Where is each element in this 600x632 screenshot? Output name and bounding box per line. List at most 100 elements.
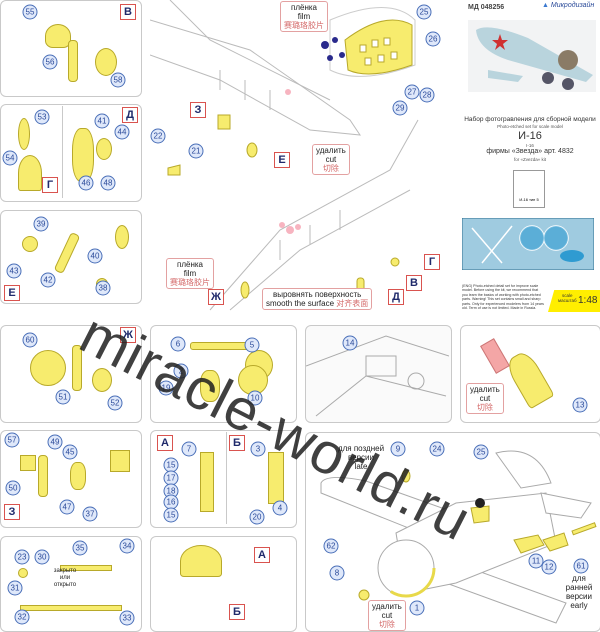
callout-panel-plane-0: 9 [390,441,406,457]
callout-panel-14-0: 14 [342,335,358,351]
model-en: I-16 [526,143,534,148]
smooth-cn: 对齐表面 [336,299,369,308]
fret-image [462,218,594,270]
part-g [18,155,42,191]
callout-panel-z-2: 45 [62,444,78,460]
callout-panel-v-2: 58 [110,72,126,88]
set-title-ru: Набор фотогравления для сборной модели [464,116,596,123]
panel-14 [305,325,452,423]
callout-panel-e-4: 38 [95,280,111,296]
part-55 [45,24,71,48]
callout-panel-zh-1: 51 [55,389,71,405]
cut-ru: удалить [470,385,500,394]
film-cn: 赛璐珞胶片 [284,21,324,30]
section-badge-panel-b: Б [229,435,245,451]
part-35 [60,565,112,571]
kit-ru: фирмы «Звезда» арт. 4832 [486,148,574,155]
callout-main-6: 21 [188,143,204,159]
set-title-en: Photo-etched set for scale model [497,124,563,129]
callout-panel-z-0: 57 [4,432,20,448]
plane-photo [468,20,596,92]
section-badge-panel-z: З [4,504,20,520]
section-badge-panel-g: Г [42,177,58,193]
part-44 [96,138,112,160]
cut-cn: 切除 [378,620,395,629]
part-49 [38,455,48,497]
panel-seat [150,536,297,632]
callout-panel-dg-0: 53 [34,109,50,125]
callout-panel-dg-1: 54 [2,150,18,166]
section-badge-panel-zh: Ж [120,327,136,343]
callout-panel-e-0: 39 [33,216,49,232]
callout-panel-plane-4: 8 [329,565,345,581]
smooth-ru: выровнять поверхность [272,290,362,299]
callout-panel-ab-7: 4 [272,500,288,516]
cut-en: cut [381,611,393,620]
callout-panel-e-1: 43 [6,263,22,279]
film-en: film [183,269,197,278]
model-ru: И-16 [518,130,542,142]
callout-main-2: 27 [404,84,420,100]
section-badge-main-4: В [406,275,422,291]
early-ru: для ранней версии [565,574,593,601]
part-41 [72,128,94,182]
callout-panel-plane-3: 62 [323,538,339,554]
section-badge-panel-a2: А [254,547,270,563]
callout-panel-misc-4: 31 [7,580,23,596]
callout-panel-zh-0: 60 [22,332,38,348]
section-badge-main-5: Г [424,254,440,270]
callout-panel-z-4: 47 [59,499,75,515]
callout-panel-plane-2: 25 [473,444,489,460]
cut-cn: 切除 [322,164,339,173]
film-cn: 赛璐珞胶片 [170,278,210,287]
scale-label-en: scale [562,293,573,298]
callout-panel-13-0: 13 [572,397,588,413]
part-2 [200,370,220,402]
product-code: МД 048256 [468,4,505,11]
callout-main-1: 26 [425,31,441,47]
callout-panel-ab-6: 15 [163,507,179,523]
callout-panel-dg-3: 44 [114,124,130,140]
callout-main-4: 29 [392,100,408,116]
scale-value: 1:48 [578,295,598,306]
callout-main-0: 25 [416,4,432,20]
part-z-main [110,450,130,472]
part-60 [30,350,66,386]
film-ru: плёнка [177,260,203,269]
callout-panel-dg-2: 41 [94,113,110,129]
section-badge-main-2: Ж [208,289,224,305]
panel-divider [226,432,227,524]
part-33 [20,605,122,611]
callout-main-3: 28 [419,87,435,103]
callout-panel-v-1: 56 [42,54,58,70]
part-56 [68,40,78,82]
package-label: И-16 тип 5 [519,197,539,202]
callout-panel-v-0: 55 [22,4,38,20]
callout-panel-plane-1: 24 [429,441,445,457]
callout-panel-misc-1: 30 [34,549,50,565]
smooth-en: smooth the surface [266,299,335,308]
callout-panel-misc-6: 33 [119,610,135,626]
film-en: film [297,12,311,21]
callout-panel-canopy-1: 5 [244,337,260,353]
panel-divider [62,106,63,198]
fuselage-cockpit-drawing [150,0,419,311]
film-ru: плёнка [291,3,317,12]
part-51 [72,345,82,391]
part-45 [70,462,86,490]
callout-panel-ab-0: 7 [181,441,197,457]
brand-logo: ▲ Микродизайн [542,2,595,9]
brand-name: Микродизайн [550,2,595,9]
part-23 [18,568,28,578]
part-14-drawing [306,335,449,417]
callout-main-5: 22 [150,128,166,144]
late-ru: для поздней версии [337,444,385,462]
part-39 [22,236,38,252]
